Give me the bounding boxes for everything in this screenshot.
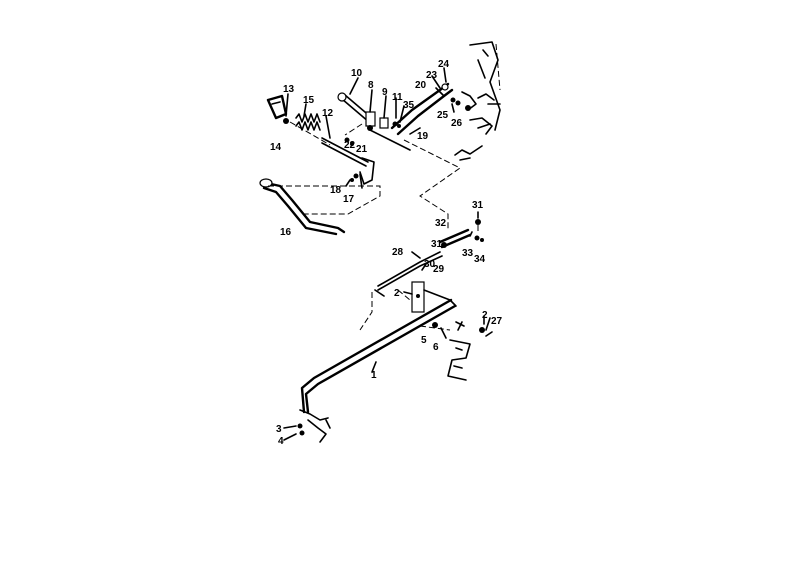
callout-28: 28 — [392, 247, 404, 258]
callout-9: 9 — [382, 87, 388, 98]
upper-lever-19 — [390, 82, 471, 136]
callout-11: 11 — [392, 92, 403, 103]
shaft-12 — [321, 137, 375, 185]
spring-15 — [295, 113, 321, 131]
callout-14: 14 — [270, 142, 282, 153]
callout-31-upper: 31 — [472, 200, 484, 211]
callout-17: 17 — [343, 194, 355, 205]
pivot-assembly — [337, 92, 411, 151]
callout-15: 15 — [303, 95, 315, 106]
callout-20: 20 — [415, 80, 427, 91]
callout-1: 1 — [371, 370, 377, 381]
callout-35: 35 — [403, 100, 415, 111]
callout-13: 13 — [283, 84, 295, 95]
callout-30: 30 — [424, 259, 436, 270]
callout-2-right: 2 — [482, 310, 488, 321]
callout-5: 5 — [421, 335, 427, 346]
leader-lines-upper — [268, 121, 461, 230]
callout-16: 16 — [280, 227, 292, 238]
callout-23: 23 — [426, 70, 438, 81]
callout-34: 34 — [474, 254, 486, 265]
rod-28 — [359, 251, 443, 331]
callout-6: 6 — [433, 342, 439, 353]
callout-21: 21 — [356, 144, 368, 155]
pedal-arm-16 — [259, 178, 346, 236]
main-rod-1 — [300, 298, 457, 414]
callout-31-lower: 31 — [431, 239, 443, 250]
callout-19: 19 — [417, 131, 429, 142]
callout-4: 4 — [278, 436, 284, 447]
callout-10: 10 — [351, 68, 363, 79]
callout-3: 3 — [276, 424, 282, 435]
lower-clevis — [297, 409, 331, 443]
callout-26: 26 — [451, 118, 463, 129]
callout-labels: 1 2 2 3 4 5 6 8 9 10 11 12 13 14 15 16 1… — [270, 59, 503, 447]
callout-18: 18 — [330, 185, 342, 196]
callout-25: 25 — [437, 110, 449, 121]
callout-33: 33 — [462, 248, 474, 259]
callout-leaders — [283, 67, 491, 441]
frame-housing — [454, 41, 501, 161]
callout-27: 27 — [491, 316, 503, 327]
callout-32: 32 — [435, 218, 447, 229]
bracket-2 — [397, 281, 457, 313]
link-32 — [438, 219, 484, 249]
callout-24: 24 — [438, 59, 450, 70]
callout-2-bracket: 2 — [394, 288, 400, 299]
callout-12: 12 — [322, 108, 334, 119]
lower-right-parts — [419, 321, 493, 381]
callout-22: 22 — [344, 140, 356, 151]
callout-8: 8 — [368, 80, 374, 91]
callout-29: 29 — [433, 264, 445, 275]
